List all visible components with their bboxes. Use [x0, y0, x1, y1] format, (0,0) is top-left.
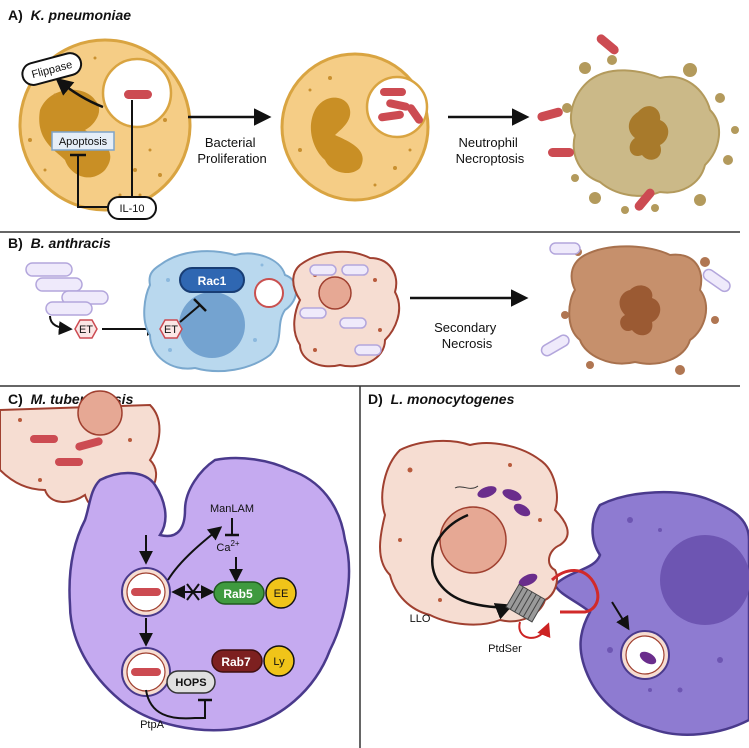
llo-label: LLO — [410, 613, 431, 625]
macrophage-purple-d — [553, 490, 749, 736]
ptdser-label: PtdSer — [488, 643, 522, 655]
arrow-phagocytosis — [611, 601, 630, 631]
panel-d-title: D) L. monocytogenes — [368, 391, 515, 407]
rac1-label: Rac1 — [198, 274, 227, 288]
flippase-box: Flippase — [21, 52, 83, 86]
bacterium — [537, 107, 563, 122]
step-proliferation: Bacterial Proliferation — [197, 135, 266, 166]
apoptosis-label: Apoptosis — [59, 136, 108, 148]
bacilli-group — [25, 262, 109, 316]
llo-arrow — [431, 513, 514, 620]
necrotic-neutrophil — [537, 34, 739, 214]
bacillus — [702, 268, 731, 293]
ee-circle — [265, 577, 297, 609]
et-toxin-2 — [159, 319, 183, 339]
phagosome-c-1 — [121, 567, 171, 617]
hops-label: HOPS — [175, 677, 206, 689]
il10-label: IL-10 — [119, 203, 144, 215]
phagosome-c-2 — [121, 647, 171, 697]
panel-d-letter: D) — [368, 391, 383, 407]
bacterium — [634, 188, 655, 211]
manlam-label: ManLAM — [210, 503, 254, 515]
et-toxin-1 — [74, 319, 98, 339]
protrusion — [550, 569, 600, 614]
rac1-inhibition — [179, 304, 201, 323]
panel-b-organism: B. anthracis — [31, 235, 111, 251]
phagosome-d — [620, 630, 670, 680]
step-secondary-necrosis: Secondary Necrosis — [434, 320, 500, 351]
calcium-label: Ca2+ — [216, 539, 240, 554]
arrow-manlam — [167, 526, 223, 581]
bacterium — [386, 99, 410, 111]
bacterium — [124, 90, 152, 99]
necrotic-cell-b — [540, 242, 731, 375]
panel-b-letter: B) — [8, 235, 23, 251]
ptdser-flip-arrow — [518, 621, 551, 639]
neutrophil-2 — [280, 52, 430, 202]
apoptosis-box — [51, 131, 115, 151]
bacterium — [596, 34, 619, 55]
panel-a-letter: A) — [8, 7, 23, 23]
et-label-1: ET — [79, 324, 93, 336]
panel-a-organism: K. pneumoniae — [31, 7, 132, 23]
bacterium — [406, 104, 424, 124]
panel-a-title: A) K. pneumoniae — [8, 7, 131, 23]
llo-pore — [505, 583, 546, 623]
rab5-box — [213, 581, 265, 605]
step-necroptosis: Neutrophil Necroptosis — [456, 135, 525, 166]
apoptotic-cell — [292, 250, 401, 368]
infected-cell-d — [379, 439, 569, 626]
flippase-arrow — [55, 77, 104, 109]
bacillus — [549, 242, 581, 255]
ly-circle — [263, 645, 295, 677]
hops-box — [166, 670, 216, 694]
block-x — [186, 583, 200, 601]
ly-label: Ly — [273, 656, 285, 668]
rab5-label: Rab5 — [223, 587, 253, 601]
ptpa-inhibition — [145, 689, 206, 720]
panel-c-letter: C) — [8, 391, 23, 407]
bacterium — [380, 88, 406, 96]
rab7-box — [211, 649, 263, 673]
bacterium — [548, 148, 574, 157]
bacillus — [540, 334, 570, 357]
bacterium — [378, 110, 404, 122]
panel-b-title: B) B. anthracis — [8, 235, 111, 251]
rac1-box — [179, 267, 245, 293]
inhibition-bar — [193, 298, 207, 312]
et-label-2: ET — [164, 324, 178, 336]
et-arrow-1 — [49, 315, 73, 336]
ptpa-label: PtpA — [140, 719, 165, 731]
ee-label: EE — [274, 588, 289, 600]
rab7-label: Rab7 — [221, 655, 251, 669]
panel-d-organism: L. monocytogenes — [391, 391, 515, 407]
il10-inhibition-line — [77, 155, 108, 208]
